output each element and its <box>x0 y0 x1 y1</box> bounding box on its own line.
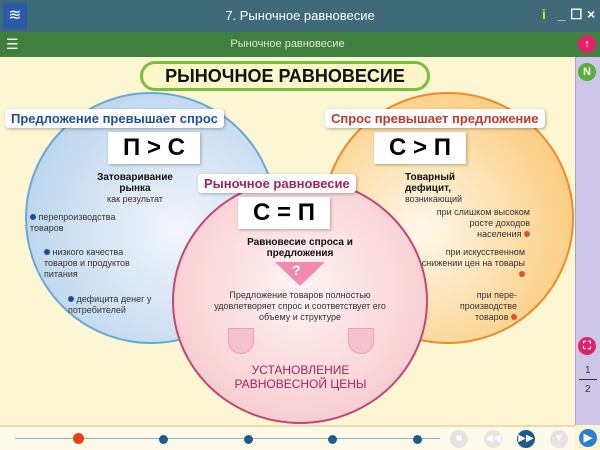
minimize-button[interactable]: _ <box>558 6 566 22</box>
toolbar-subtitle: Рыночное равновесие <box>230 38 345 50</box>
fullscreen-icon[interactable]: ⛶ <box>578 337 596 355</box>
right-item: при пере-производстве товаров <box>459 290 517 322</box>
stop-icon[interactable]: ■ <box>450 430 468 448</box>
right-label: Спрос превышает предложение <box>325 109 545 128</box>
timeline-track[interactable] <box>15 438 440 439</box>
timeline-step[interactable] <box>328 435 337 444</box>
left-sub: как результат <box>107 194 163 204</box>
scale-pan-right-icon <box>348 328 374 354</box>
timeline-bar: ■ ◀◀ ▶▶ ▼ <box>0 425 575 450</box>
rewind-icon[interactable]: ◀◀ <box>484 430 502 448</box>
page-title: РЫНОЧНОЕ РАВНОВЕСИЕ <box>140 61 430 91</box>
center-bottom-text: УСТАНОВЛЕНИЕ РАВНОВЕСНОЙ ЦЕНЫ <box>234 363 367 391</box>
right-formula: С > П <box>374 132 466 164</box>
left-heading2: рынка <box>119 183 151 194</box>
window-title: 7. Рыночное равновесие <box>225 8 375 23</box>
maximize-button[interactable]: ☐ <box>570 6 583 22</box>
timeline-step[interactable] <box>413 435 422 444</box>
center-formula: С = П <box>238 197 330 229</box>
left-formula: П > С <box>108 132 200 164</box>
left-item: перепроизводства товаров <box>30 212 116 233</box>
skip-down-icon[interactable]: ▼ <box>550 430 568 448</box>
n-button[interactable]: N <box>578 63 596 81</box>
left-item: дефицита денег у потребителей <box>68 294 152 315</box>
center-text: Предложение товаров полностью удовлетвор… <box>214 290 386 322</box>
left-heading1: Затоваривание <box>97 172 173 183</box>
page-divider <box>579 379 597 380</box>
center-label: Рыночное равновесие <box>198 174 356 193</box>
hamburger-icon[interactable]: ☰ <box>6 36 19 52</box>
scale-pan-left-icon <box>228 328 254 354</box>
timeline-step[interactable] <box>244 435 253 444</box>
question-mark: ? <box>292 262 301 278</box>
info-button[interactable]: i <box>542 6 546 22</box>
center-heading: Равновесие спроса и предложения <box>247 237 353 259</box>
right-item: при слишком высоком росте доходов населе… <box>436 207 530 239</box>
fast-forward-icon[interactable]: ▶▶ <box>517 430 535 448</box>
title-bar: ≋ 7. Рыночное равновесие i _ ☐ × <box>0 0 600 32</box>
close-button[interactable]: × <box>587 6 596 22</box>
timeline-step[interactable] <box>159 435 168 444</box>
question-triangle-icon <box>275 262 325 286</box>
play-icon[interactable]: ▶ <box>579 429 597 447</box>
left-label: Предложение превышает спрос <box>5 109 224 128</box>
right-heading2: дефицит, <box>405 183 452 194</box>
app-logo-icon: ≋ <box>3 3 27 29</box>
page-current: 1 <box>585 365 591 376</box>
left-item: низкого качества товаров и продуктов пит… <box>44 247 130 279</box>
right-sidebar: N ⛶ 1 2 <box>575 57 600 425</box>
timeline-current-step[interactable] <box>73 433 84 444</box>
toolbar: ☰ Рыночное равновесие ↑ <box>0 32 600 57</box>
right-sub: возникающий <box>405 194 463 204</box>
page-total: 2 <box>585 384 591 395</box>
right-heading1: Товарный <box>405 172 455 183</box>
arrow-up-icon[interactable]: ↑ <box>578 35 596 53</box>
right-item: при искусственном снижении цен на товары <box>421 247 525 268</box>
